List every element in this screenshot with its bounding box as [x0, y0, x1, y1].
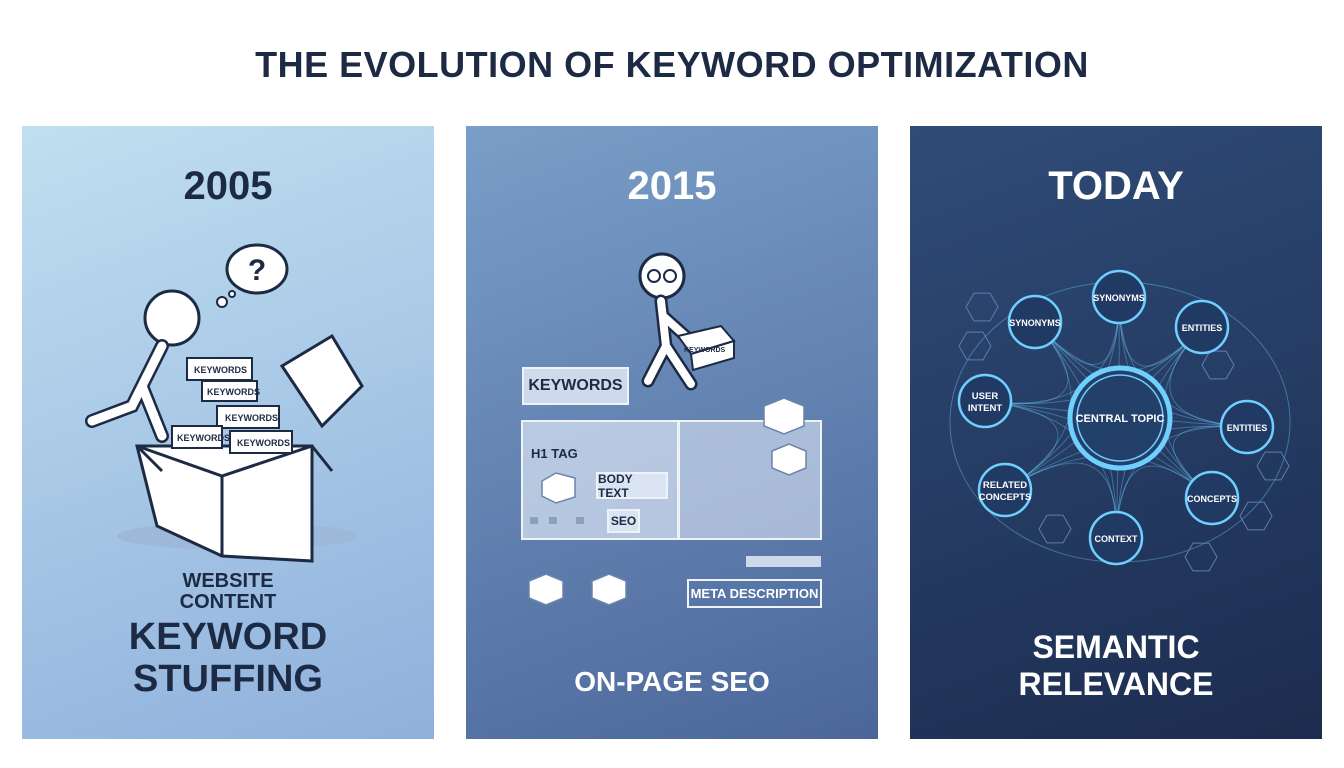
hexagon-tag [1239, 501, 1273, 531]
caption-big-1: KEYWORD [128, 616, 328, 658]
hexagon-tag [1201, 350, 1235, 380]
concept-node: ENTITIES [1174, 299, 1230, 355]
svg-text:CONCEPTS: CONCEPTS [1187, 494, 1237, 504]
panel-2005: 2005 ? KEYWORDS KEYWORDS KEYWORDS KEYWOR… [22, 126, 434, 739]
svg-text:KEYWORDS: KEYWORDS [237, 438, 290, 448]
svg-text:USER: USER [972, 391, 999, 402]
body-text-tag: BODY TEXT [596, 472, 668, 500]
svg-text:SYNONYMS: SYNONYMS [1009, 318, 1061, 328]
concept-node: SYNONYMS [1007, 294, 1063, 350]
panel-2015: 2015 KEYWORDS KEYWORDS H1 TAG BODY TEXT … [466, 126, 878, 739]
svg-text:KEYWORDS: KEYWORDS [684, 347, 726, 354]
concept-node: ENTITIES [1219, 399, 1275, 455]
year-label: 2015 [627, 164, 717, 208]
question-mark: ? [248, 254, 266, 287]
hexagon-tag [1256, 451, 1290, 481]
keyword-stuffing-illustration: ? KEYWORDS KEYWORDS KEYWORDS KEYWORDS KE… [85, 243, 364, 563]
seo-tag: SEO [607, 509, 640, 533]
keywords-tag: KEYWORDS [522, 367, 629, 405]
hexagon-tag [965, 292, 999, 322]
svg-text:CONTEXT: CONTEXT [1094, 534, 1138, 544]
concept-node: CONTEXT [1088, 510, 1144, 566]
svg-text:KEYWORDS: KEYWORDS [177, 433, 230, 443]
caption-2: RELEVANCE [1018, 666, 1214, 702]
svg-text:CONCEPTS: CONCEPTS [979, 492, 1032, 503]
caption-small-1: WEBSITE [182, 570, 274, 592]
page-title: THE EVOLUTION OF KEYWORD OPTIMIZATION [255, 44, 1089, 85]
concept-node: CONCEPTS [1184, 470, 1240, 526]
central-node [1067, 365, 1173, 471]
svg-text:KEYWORDS: KEYWORDS [207, 387, 260, 397]
caption: ON-PAGE SEO [574, 666, 770, 697]
panel-today: TODAY CENTRAL TOPIC SYNONYMS SYNONYMS ENTIT… [910, 126, 1322, 739]
svg-text:INTENT: INTENT [968, 403, 1003, 414]
semantic-network-diagram: CENTRAL TOPIC SYNONYMS SYNONYMS ENTITIES USE… [949, 269, 1291, 572]
caption-1: SEMANTIC [1032, 629, 1200, 665]
svg-text:ENTITIES: ENTITIES [1227, 423, 1268, 433]
svg-text:KEYWORDS: KEYWORDS [194, 365, 247, 375]
caption-big-2: STUFFING [133, 658, 323, 700]
stick-figure-illustration: KEYWORDS [521, 252, 822, 606]
concept-node: SYNONYMS [1091, 269, 1147, 325]
svg-text:SYNONYMS: SYNONYMS [1093, 293, 1145, 303]
svg-text:KEYWORDS: KEYWORDS [225, 413, 278, 423]
year-label: TODAY [1048, 164, 1184, 208]
hexagon-tag [958, 331, 992, 361]
central-topic-label: CENTRAL TOPIC [1076, 413, 1165, 425]
meta-description-tag: META DESCRIPTION [687, 579, 822, 608]
svg-text:ENTITIES: ENTITIES [1182, 323, 1223, 333]
hexagon-tag [1038, 514, 1072, 544]
hexagon-tag [1184, 542, 1218, 572]
caption-small-2: CONTENT [179, 591, 277, 613]
h1-tag-label: H1 TAG [531, 446, 578, 461]
svg-text:RELATED: RELATED [983, 480, 1027, 491]
year-label: 2005 [183, 164, 273, 208]
